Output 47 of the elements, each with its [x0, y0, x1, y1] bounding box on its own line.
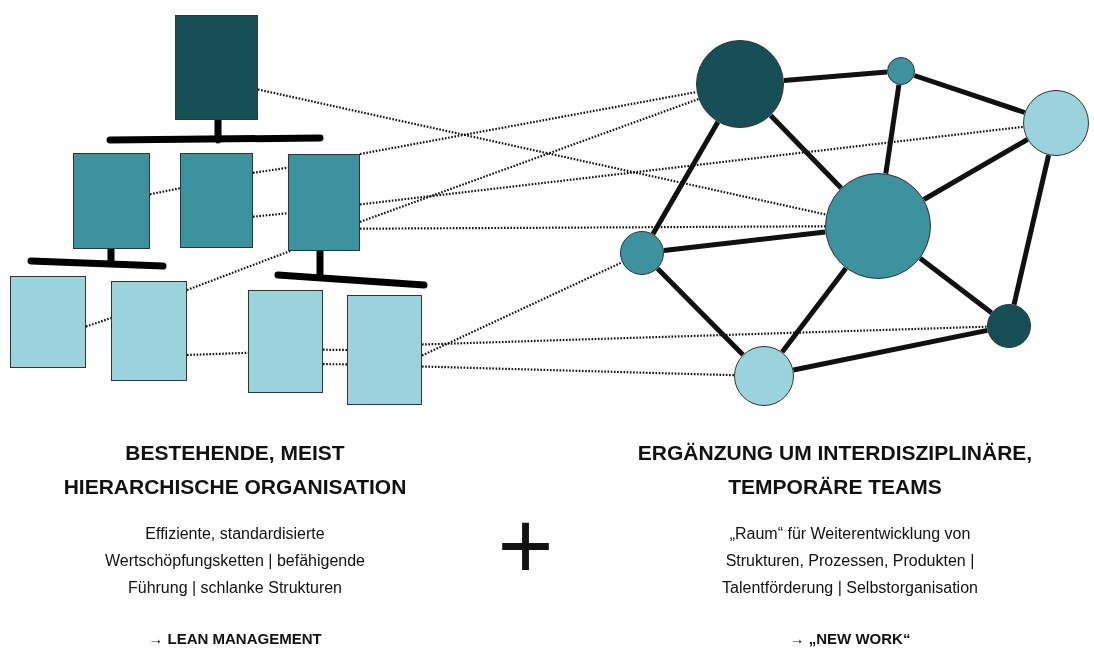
- dotted-connector: [186, 249, 291, 292]
- plus-sign: +: [496, 498, 555, 594]
- org-chart-box: [180, 153, 253, 248]
- network-link: [883, 84, 902, 174]
- network-link: [655, 266, 745, 357]
- network-link: [650, 120, 721, 236]
- dotted-connector: [257, 88, 827, 216]
- dotted-connector: [252, 166, 289, 174]
- network-link: [1011, 154, 1052, 306]
- dotted-connector: [359, 125, 1024, 206]
- org-chart-box: [10, 276, 86, 368]
- dotted-connector: [323, 363, 347, 366]
- tagline: → LEAN MANAGEMENT: [147, 630, 323, 647]
- network-circle: [887, 57, 915, 85]
- description-text: Effiziente, standardisierte Wertschöpfungsketten | befähigende Führung | schlanke Strukturen: [103, 524, 366, 598]
- network-circle: [620, 231, 664, 275]
- network-circle: [987, 304, 1031, 348]
- network-link: [780, 266, 848, 354]
- org-chart-box: [288, 154, 360, 251]
- network-link: [918, 256, 993, 315]
- dotted-connector: [359, 97, 699, 223]
- dotted-connector: [149, 187, 181, 196]
- heading: BESTEHENDE, MEIST HIERARCHISCHE ORGANISATION: [62, 440, 408, 500]
- network-link: [783, 69, 888, 83]
- org-chart-box: [111, 281, 187, 381]
- dotted-connector: [421, 325, 988, 346]
- dotted-connector: [421, 261, 623, 357]
- network-link: [913, 73, 1026, 115]
- network-link: [768, 113, 843, 190]
- tagline: → „NEW WORK“: [788, 630, 912, 647]
- dotted-connector: [323, 348, 347, 352]
- network-link: [922, 137, 1029, 202]
- network-circle: [734, 346, 794, 406]
- dotted-connector: [85, 316, 112, 328]
- network-link: [663, 229, 826, 253]
- org-chart-box: [248, 290, 323, 393]
- heading: ERGÄNZUNG UM INTERDISZIPLINÄRE, TEMPORÄRE TEAMS: [636, 440, 1034, 500]
- network-link: [792, 327, 988, 373]
- description-text: „Raum“ für Weiterentwicklung von Strukturen, Prozessen, Produkten | Talentförderung | Selbstorganisation: [721, 524, 979, 598]
- org-chart-box: [175, 15, 258, 120]
- org-chart-box: [347, 295, 422, 405]
- dotted-connector: [360, 225, 825, 230]
- dotted-connector: [421, 365, 735, 377]
- dotted-connector: [186, 351, 249, 357]
- dotted-connector: [252, 212, 289, 218]
- org-chart-box: [73, 153, 150, 249]
- dotted-connector: [359, 90, 697, 156]
